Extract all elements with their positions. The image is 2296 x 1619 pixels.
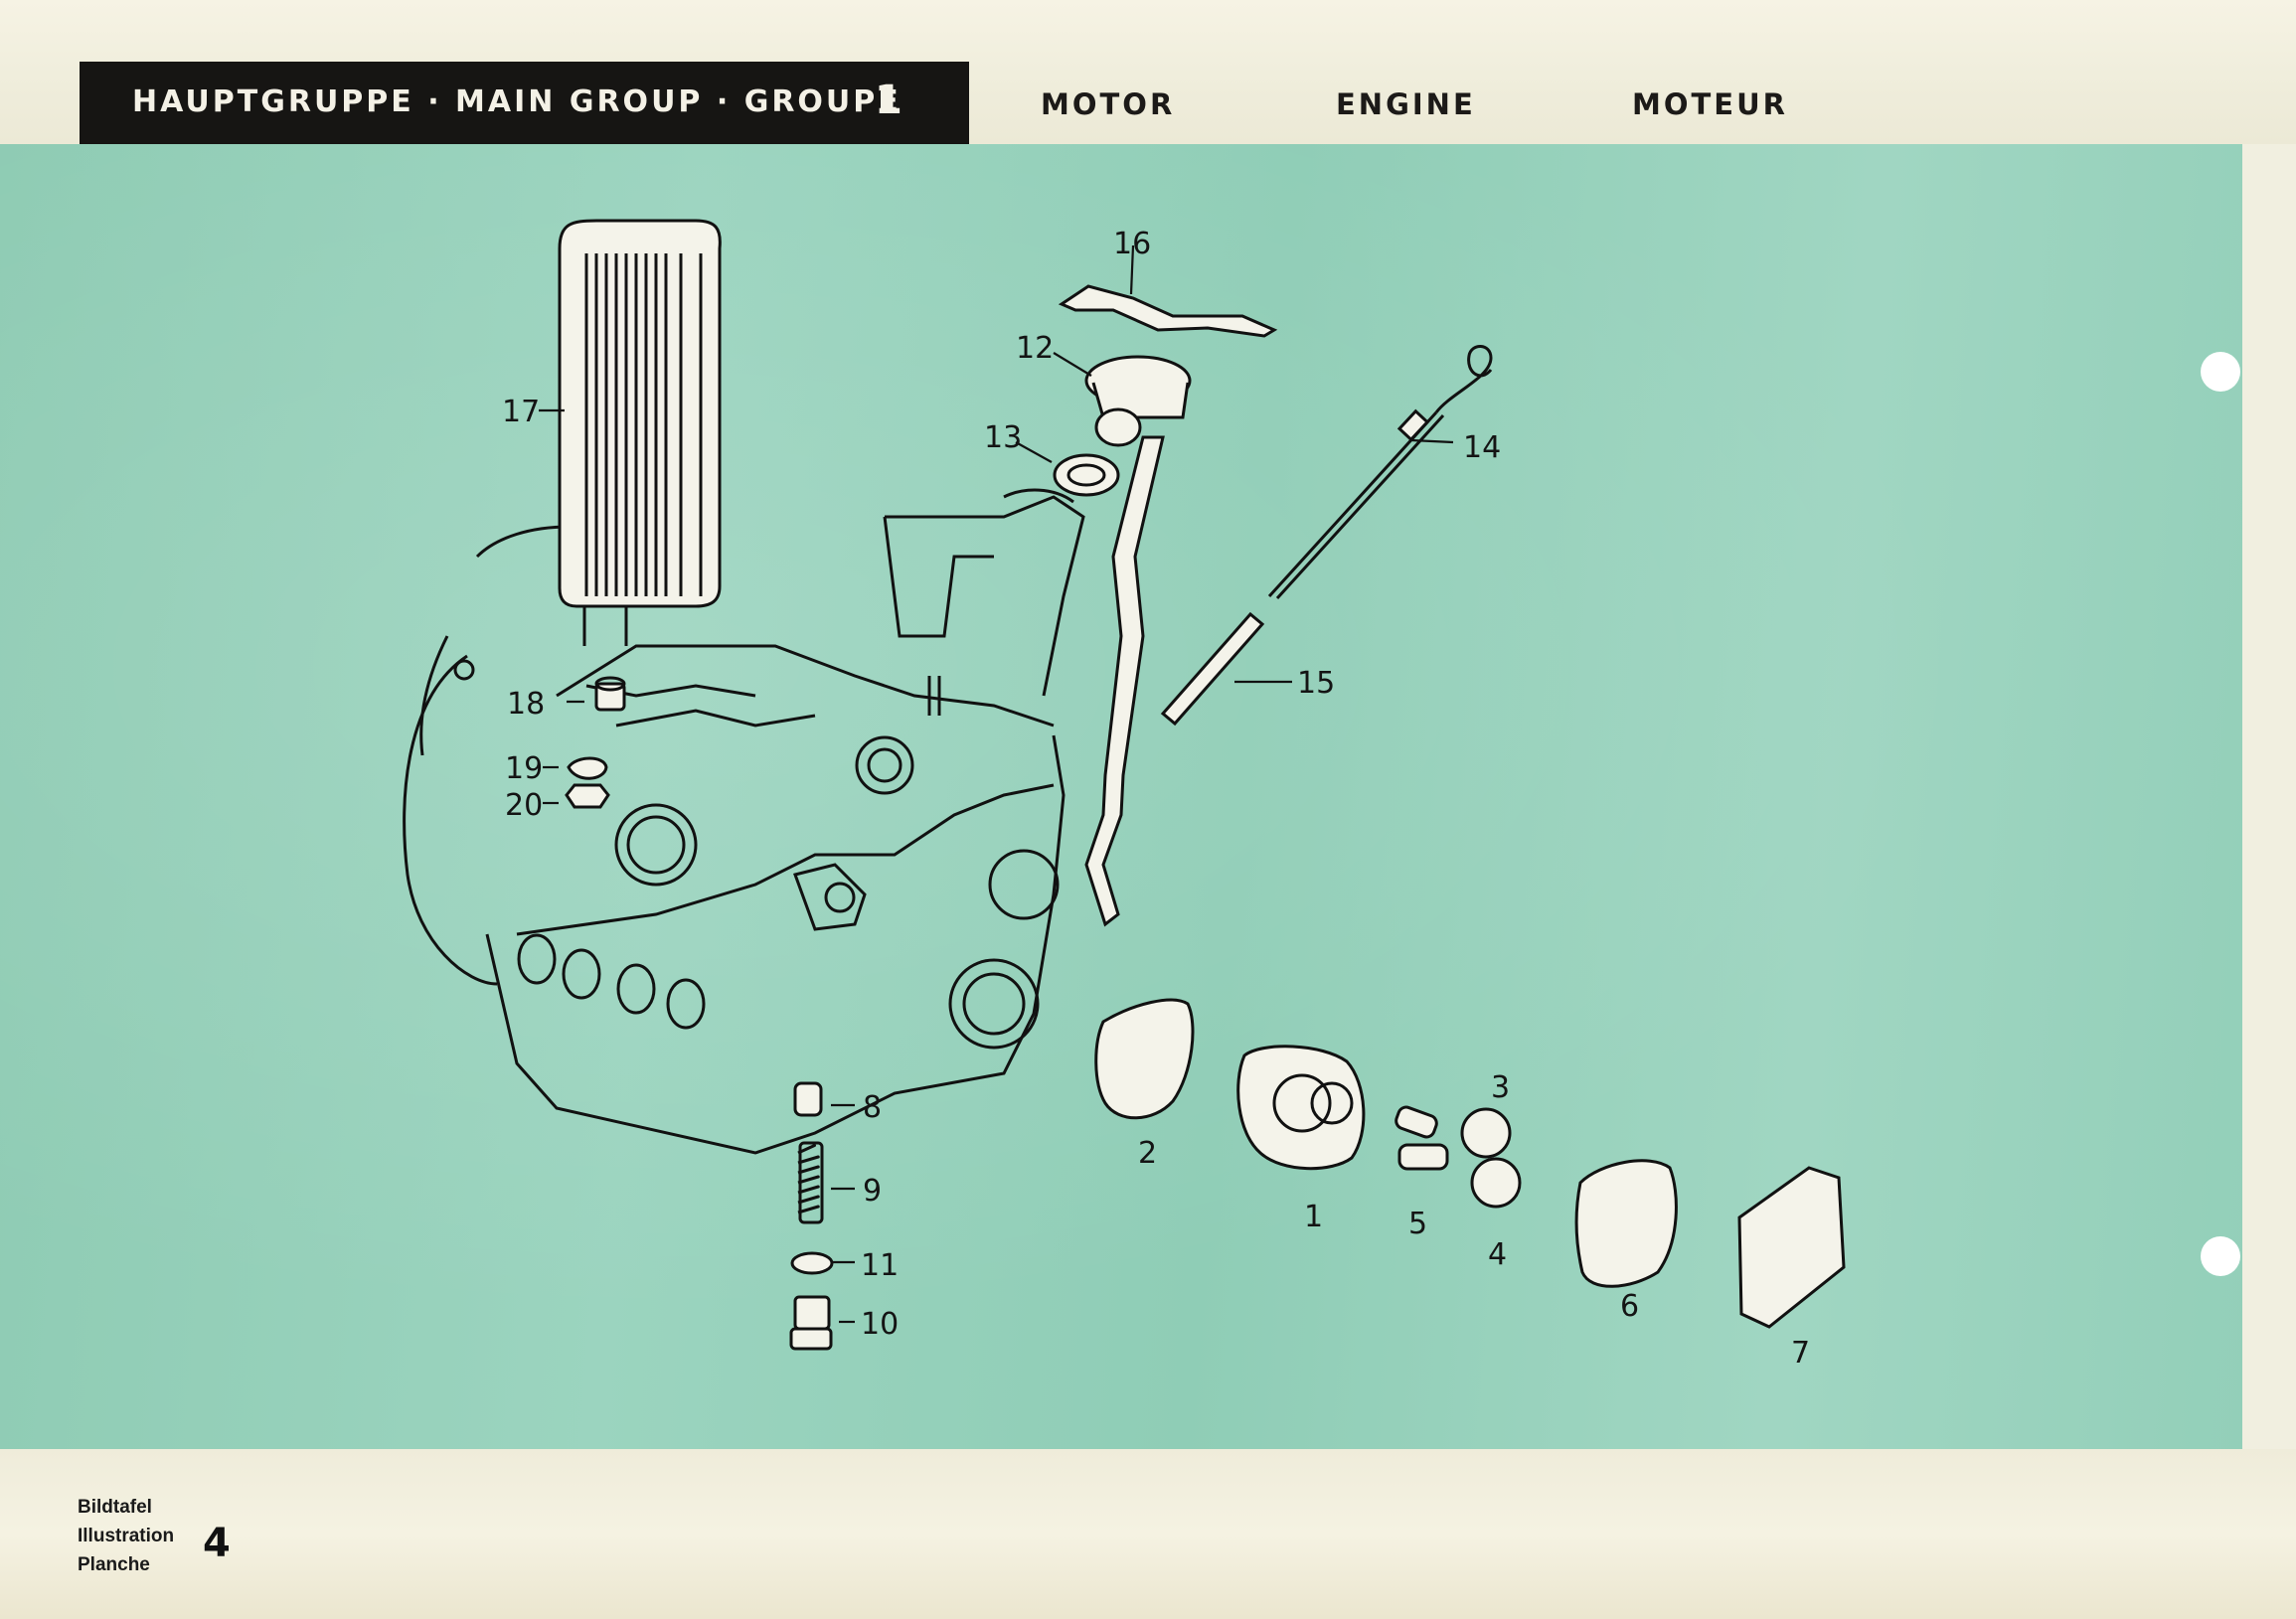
- callout-8: 8: [863, 1090, 882, 1125]
- section-label-de: MOTOR: [1041, 87, 1176, 121]
- filler-cap-part-12: [1084, 355, 1192, 447]
- callout-1: 1: [1304, 1200, 1323, 1234]
- callout-18: 18: [507, 687, 545, 722]
- footer-label-fr: Planche: [78, 1554, 150, 1575]
- callout-17: 17: [502, 395, 540, 429]
- callout-6: 6: [1620, 1289, 1639, 1324]
- section-label-en: ENGINE: [1336, 87, 1476, 121]
- gears-parts-3-4-5: [1394, 1105, 1522, 1209]
- callout-16: 16: [1113, 227, 1151, 261]
- oil-cooler-part-17: [558, 219, 722, 646]
- callout-13: 13: [984, 420, 1022, 455]
- gasket-part-2: [1094, 998, 1195, 1120]
- bracket-part-16: [1058, 284, 1278, 338]
- section-label-fr: MOTEUR: [1632, 87, 1788, 121]
- callout-7: 7: [1791, 1336, 1810, 1371]
- punch-hole-top: [2201, 352, 2240, 392]
- callout-5: 5: [1408, 1207, 1427, 1241]
- callout-14: 14: [1463, 430, 1501, 465]
- callout-3: 3: [1491, 1070, 1510, 1105]
- callout-4: 4: [1488, 1237, 1507, 1272]
- cover-part-7: [1737, 1166, 1846, 1329]
- callout-9: 9: [863, 1174, 882, 1209]
- paper-margin-bottom: [0, 1449, 2296, 1619]
- punch-hole-bottom: [2201, 1236, 2240, 1276]
- parts-18-20: [565, 676, 626, 809]
- pump-housing-part-1: [1236, 1045, 1366, 1171]
- parts-8-11: [789, 1081, 834, 1351]
- callout-10: 10: [861, 1307, 899, 1342]
- callout-11: 11: [861, 1248, 899, 1283]
- oil-filler-tube: [1084, 435, 1165, 927]
- plate-number: 4: [203, 1521, 231, 1566]
- header-bar: [80, 62, 969, 144]
- callout-20: 20: [505, 788, 543, 823]
- main-group-label: HAUPTGRUPPE · MAIN GROUP · GROUPE: [132, 84, 902, 119]
- footer-label-en: Illustration: [78, 1526, 175, 1546]
- gasket-part-6: [1574, 1159, 1678, 1288]
- dipstick-part-14: [1267, 345, 1493, 600]
- callout-12: 12: [1016, 331, 1054, 366]
- main-group-number: 1: [875, 78, 902, 123]
- footer-label-de: Bildtafel: [78, 1497, 152, 1518]
- guide-tube-part-15: [1160, 611, 1265, 727]
- callout-15: 15: [1297, 666, 1335, 701]
- callout-2: 2: [1138, 1136, 1157, 1171]
- leader-lines: [539, 244, 1454, 1324]
- callout-19: 19: [505, 751, 543, 786]
- seal-part-13: [1053, 453, 1120, 497]
